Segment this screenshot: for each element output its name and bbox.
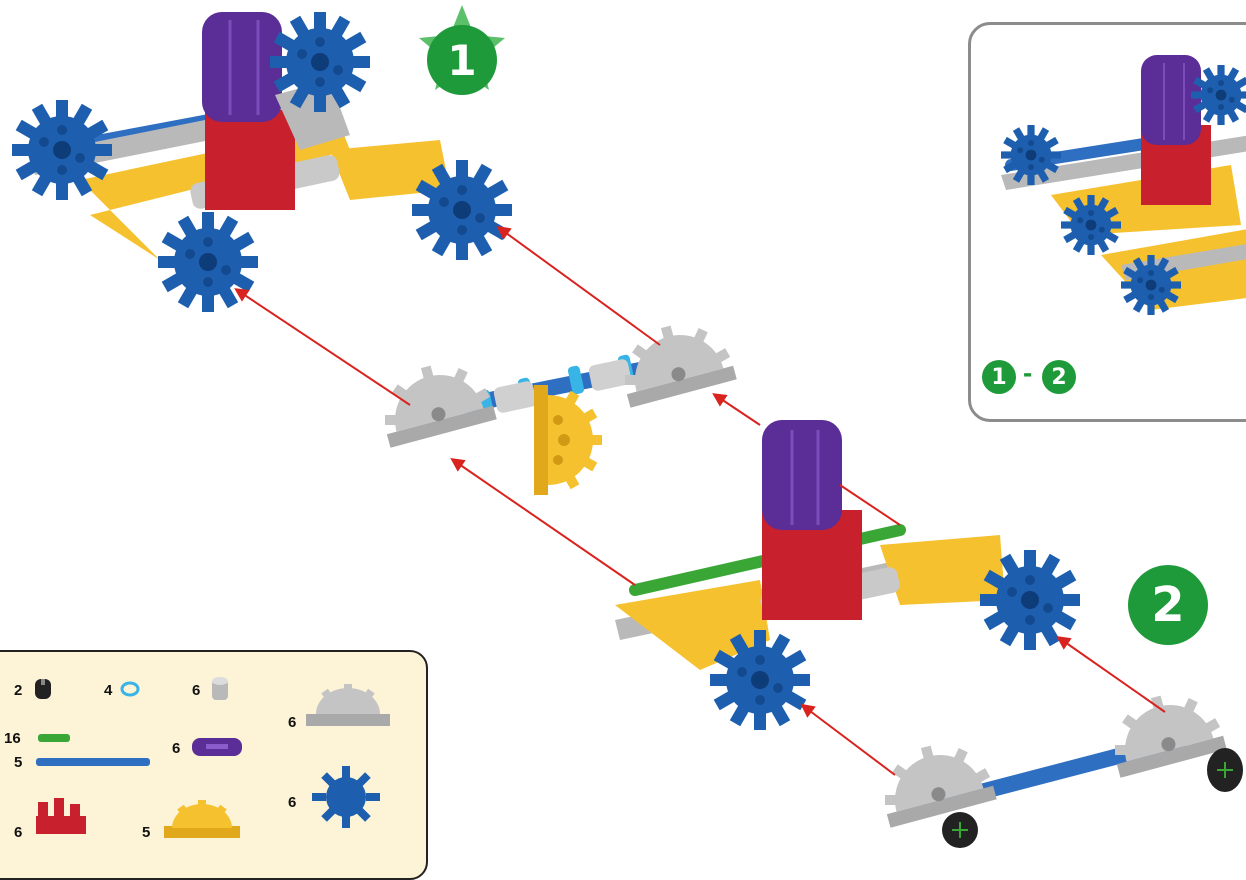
part-qty: 16 (4, 730, 21, 747)
blue-ring-icon (120, 681, 140, 697)
arrow (234, 288, 411, 406)
part-qty: 2 (14, 682, 23, 699)
blue-gear-icon (312, 766, 380, 828)
step1-assembly (12, 12, 512, 312)
part-qty: 6 (192, 682, 201, 699)
instruction-illustration (12, 5, 1243, 848)
middle-axle-assembly (372, 312, 737, 495)
arrow (496, 225, 661, 346)
gray-spacer-icon (212, 677, 228, 700)
inset-model-illustration (1001, 55, 1246, 315)
inset-preview-panel: 1 - 2 (968, 22, 1246, 422)
part-qty: 6 (288, 794, 297, 811)
part-qty: 6 (14, 824, 23, 841)
arrow (800, 703, 896, 776)
red-bracket-icon (36, 798, 86, 834)
part-qty: 4 (104, 682, 113, 699)
step-1-badge: 1 (427, 25, 497, 95)
assembly-arrows (234, 225, 1166, 776)
part-qty: 6 (288, 714, 297, 731)
green-rod-icon (38, 734, 70, 742)
gray-half-gear-connector-icon (306, 684, 390, 726)
arrow (1056, 635, 1166, 713)
parts-list-panel: 2 4 6 6 16 5 6 6 (0, 650, 428, 880)
part-qty: 5 (14, 754, 23, 771)
part-qty: 5 (142, 824, 151, 841)
arrow (712, 393, 761, 426)
purple-connector-icon (192, 738, 242, 756)
step-2-badge: 2 (1128, 565, 1208, 645)
part-qty: 6 (172, 740, 181, 757)
blue-gear-icon (158, 212, 258, 312)
black-connector-icon (35, 679, 51, 699)
arrow (450, 458, 636, 586)
inset-step-to-badge: 2 (1042, 360, 1076, 394)
bottom-axle-assembly (872, 682, 1243, 848)
inset-step-from-badge: 1 (982, 360, 1016, 394)
arrow (839, 484, 901, 526)
step2-assembly (615, 420, 1080, 730)
inset-step-dash: - (1023, 357, 1033, 388)
yellow-half-gear-icon (164, 800, 240, 838)
blue-rod-icon (36, 758, 150, 766)
